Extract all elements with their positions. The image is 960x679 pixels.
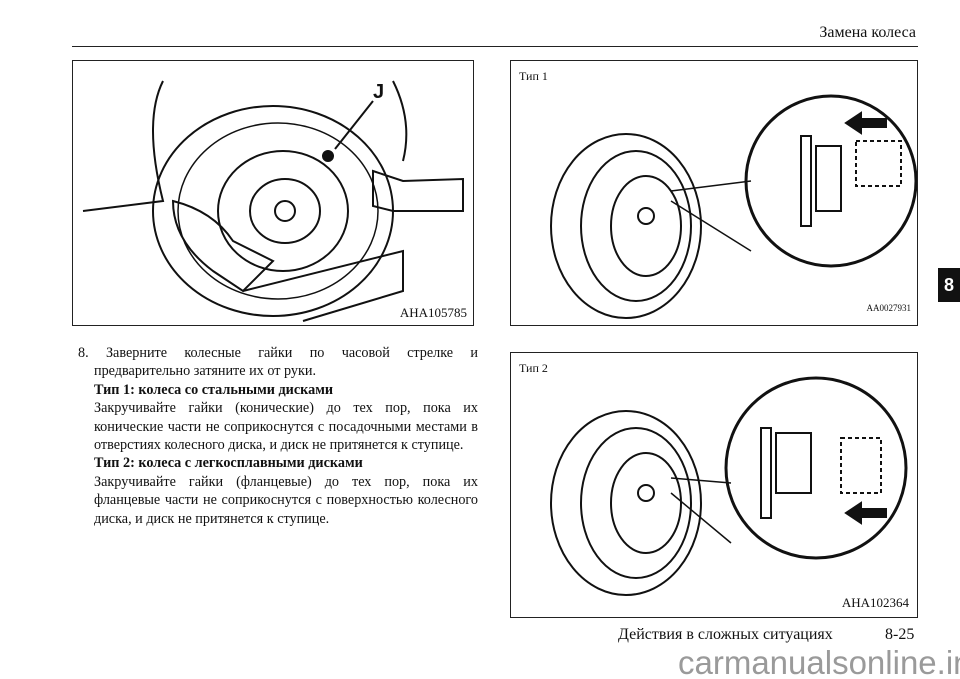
- step-8: 8. Заверните колесные гайки по часовой с…: [78, 344, 478, 381]
- figure-wheel-mounting: J AHA105785: [72, 60, 474, 326]
- page-number: 8-25: [885, 626, 915, 643]
- watermark: carmanualsonline.info: [678, 644, 960, 679]
- type2-nut-illustration: [550, 376, 908, 596]
- type2-heading: Тип 2: колеса с легкосплавными дисками: [94, 455, 363, 472]
- figure-label: Тип 2: [519, 361, 548, 375]
- type1-text: Закручивайте гайки (конические) до тех п…: [94, 400, 478, 454]
- footer-section: Действия в сложных ситуациях: [618, 626, 833, 643]
- type2-text: Закручивайте гайки (фланцевые) до тех по…: [94, 473, 478, 527]
- type1-heading: Тип 1: колеса со стальными дисками: [94, 381, 334, 398]
- page-header-title: Замена колеса: [819, 24, 916, 41]
- callout-j: J: [373, 81, 385, 103]
- figure-type1: Тип 1 AA0027931: [510, 60, 918, 326]
- type1-nut-illustration: [550, 94, 917, 319]
- figure-label: Тип 1: [519, 69, 548, 83]
- figure-id: AA0027931: [866, 303, 912, 313]
- figure-id: AHA102364: [841, 595, 909, 610]
- figure-type2: Тип 2 AHA102364: [510, 352, 918, 618]
- step-number: 8.: [78, 345, 89, 361]
- step-text: Заверните колесные гайки по часовой стре…: [94, 345, 478, 380]
- instruction-text: 8. Заверните колесные гайки по часовой с…: [78, 344, 478, 528]
- chapter-tab[interactable]: 8: [938, 268, 960, 302]
- figure-id: AHA105785: [399, 305, 467, 320]
- wheel-mounting-illustration: [82, 80, 464, 322]
- header-rule: [72, 46, 918, 47]
